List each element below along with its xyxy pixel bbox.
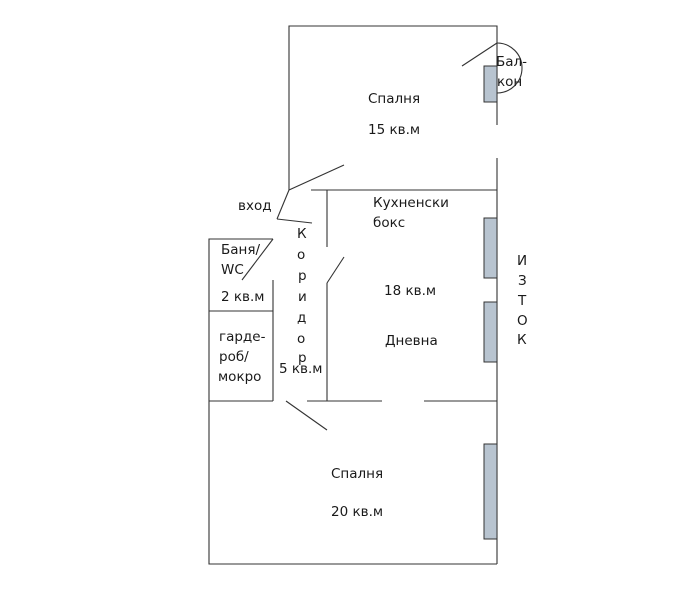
corridor-letter: д <box>297 310 306 326</box>
bedroom-top-name: Спалня <box>368 91 420 107</box>
window-kitchen <box>483 217 498 279</box>
corridor-label: К о р и д о р <box>297 226 307 366</box>
window-living <box>483 301 498 363</box>
kitchen-label-1: Кухненски <box>373 195 449 211</box>
corridor-letter: и <box>298 289 307 305</box>
bath-area: 2 кв.м <box>221 289 264 305</box>
wardrobe-label-2: роб/ <box>219 349 249 365</box>
window-bedroom-bottom <box>483 443 498 540</box>
doors <box>241 42 523 431</box>
window-balcony <box>483 65 498 103</box>
corridor-letter: р <box>298 350 307 366</box>
corridor-letter: о <box>297 247 305 263</box>
balcony-label-2: кон <box>497 74 522 90</box>
corridor-letter: о <box>297 331 305 347</box>
orientation-letter: К <box>517 332 527 348</box>
wardrobe-label-1: гарде- <box>219 329 266 345</box>
living-name: Дневна <box>385 333 438 349</box>
living-area: 18 кв.м <box>384 283 436 299</box>
wardrobe-label-3: мокро <box>218 369 261 385</box>
windows <box>483 65 498 540</box>
kitchen-label-2: бокс <box>373 215 405 231</box>
orientation-letter: О <box>517 313 528 329</box>
orientation-letter: Т <box>517 293 527 309</box>
corridor-letter: К <box>297 226 307 242</box>
orientation-label: И З Т О К <box>517 253 528 348</box>
bedroom-top-area: 15 кв.м <box>368 122 420 138</box>
orientation-letter: З <box>518 273 527 289</box>
bedroom-bottom-name: Спалня <box>331 466 383 482</box>
bath-label-2: WC <box>221 262 244 278</box>
balcony-label-1: Бал- <box>496 54 527 70</box>
orientation-letter: И <box>517 253 527 269</box>
entrance-label: вход <box>238 198 272 214</box>
corridor-letter: р <box>298 268 307 284</box>
corridor-area: 5 кв.м <box>279 361 322 377</box>
bedroom-bottom-area: 20 кв.м <box>331 504 383 520</box>
bath-label-1: Баня/ <box>221 242 260 258</box>
